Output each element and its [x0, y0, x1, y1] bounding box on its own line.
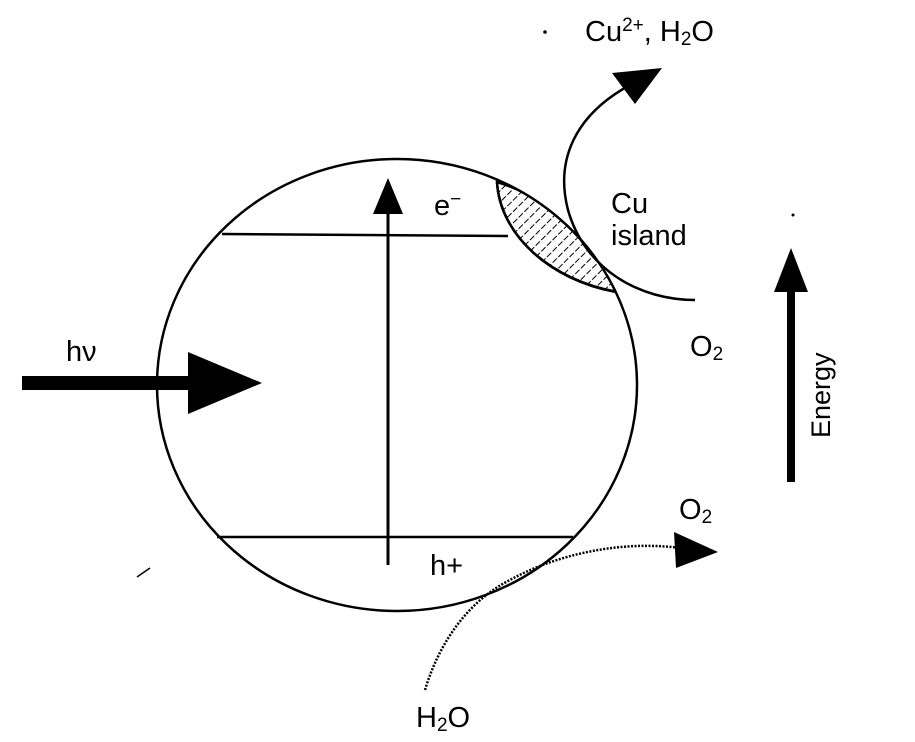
cu-oxidation-arrow-head: [612, 68, 662, 104]
light-arrow-shaft: [22, 376, 194, 390]
o2-right-label: O2: [690, 331, 724, 365]
h2o-bottom-label: H2O: [416, 702, 471, 736]
light-arrow-head: [188, 352, 262, 414]
cu-oxidation-curve: [563, 83, 696, 302]
photon-energy-label: hν: [66, 336, 97, 368]
energy-arrow-shaft: [787, 285, 795, 482]
hole-label: h+: [430, 550, 464, 582]
excitation-arrow-head: [373, 178, 403, 214]
speck: [791, 213, 795, 217]
conduction-band-line: [221, 232, 509, 238]
water-oxidation-arrow-head: [674, 532, 718, 568]
electron-label: e−: [434, 189, 462, 222]
energy-axis-label: Energy: [806, 352, 836, 438]
cu-island-outline: [495, 181, 617, 294]
cu-island-deposit: [495, 180, 621, 294]
o2-bottom-label: O2: [679, 494, 713, 528]
speck: [543, 30, 547, 34]
cu-island-label: Cu island: [611, 188, 687, 252]
cu2-h2o-label: Cu2+, H2O: [585, 15, 714, 50]
water-oxidation-curve: [423, 544, 681, 691]
speck: [136, 567, 151, 578]
energy-arrow-head: [774, 248, 808, 292]
